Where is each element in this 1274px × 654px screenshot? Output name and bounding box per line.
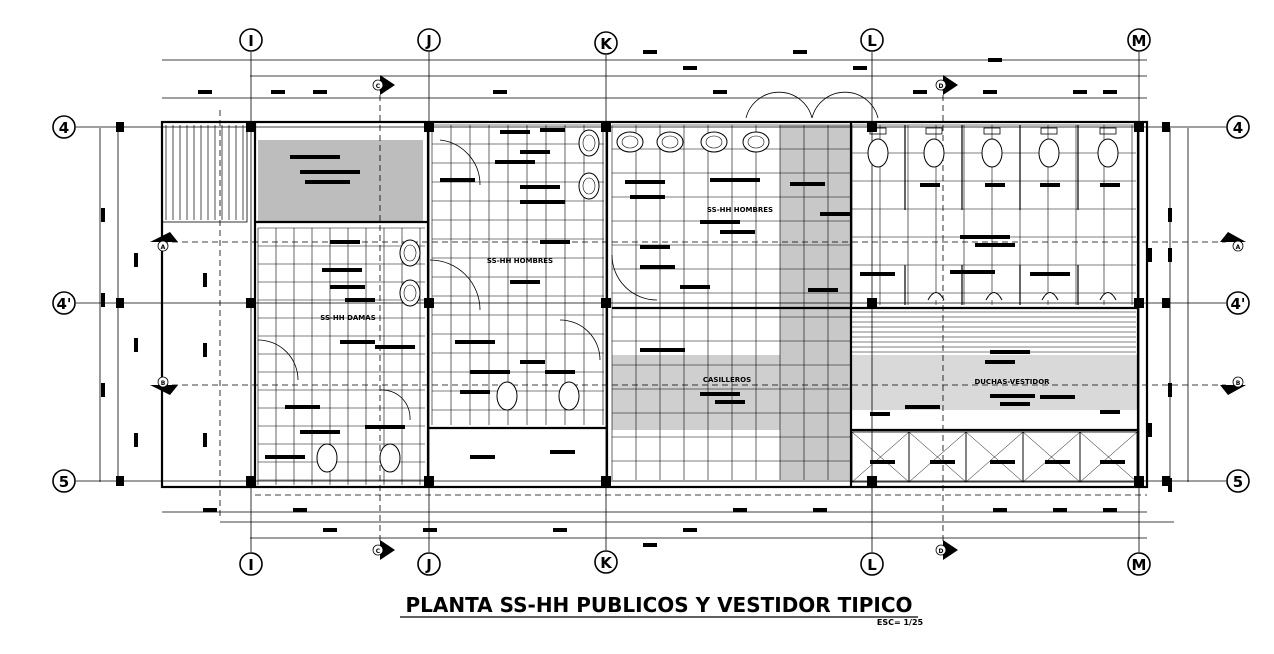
svg-text:I: I [248, 32, 254, 50]
svg-text:J: J [425, 556, 432, 574]
grid-bubble-L-bottom: L [860, 552, 884, 576]
svg-text:K: K [600, 554, 613, 572]
section-marker-B-right: B [1220, 376, 1246, 395]
fixtures [316, 125, 1119, 473]
grid-bubble-M-bottom: M [1127, 552, 1151, 576]
svg-text:M: M [1132, 32, 1147, 50]
grid-bubble-5-right: 5 [1226, 469, 1250, 493]
svg-text:5: 5 [59, 473, 69, 491]
floor-tiles [257, 124, 1138, 485]
svg-text:L: L [867, 32, 877, 50]
room-label-duchas: DUCHAS-VESTIDOR [974, 378, 1050, 386]
svg-text:5: 5 [1233, 473, 1243, 491]
section-marker-D-top: D [935, 75, 958, 95]
svg-text:D: D [939, 548, 944, 555]
doors [257, 91, 879, 421]
grid-bubble-K-bottom: K [594, 550, 618, 574]
drawing-title: PLANTA SS-HH PUBLICOS Y VESTIDOR TIPICO [405, 593, 912, 617]
stair [165, 125, 244, 220]
grid-bubble-L-top: L [860, 28, 884, 52]
svg-text:A: A [1236, 244, 1241, 251]
section-marker-D-bottom: D [935, 540, 958, 560]
section-marker-A-left: A [150, 232, 178, 252]
grid-bubble-4-left: 4 [52, 115, 76, 139]
svg-text:4: 4 [59, 119, 69, 137]
grid-bubble-J-top: J [417, 28, 441, 52]
annotation-marks [265, 128, 1125, 464]
svg-text:K: K [600, 35, 613, 53]
drawing-scale: ESC= 1/25 [877, 618, 924, 627]
section-marker-B-left: B [150, 376, 178, 395]
svg-text:B: B [1236, 380, 1241, 387]
grid-bubble-5-left: 5 [52, 469, 76, 493]
svg-text:M: M [1132, 556, 1147, 574]
svg-text:B: B [161, 380, 166, 387]
svg-text:A: A [161, 244, 166, 251]
room-label-casilleros: CASILLEROS [703, 376, 751, 384]
grid-bubble-4prime-left: 4' [52, 291, 76, 315]
grid-bubble-K-top: K [594, 31, 618, 55]
room-label-hombres-1: SS-HH HOMBRES [487, 257, 553, 265]
svg-text:L: L [867, 556, 877, 574]
svg-text:C: C [376, 548, 381, 555]
section-marker-A-right: A [1220, 232, 1246, 252]
grid-bubble-4-right: 4 [1226, 115, 1250, 139]
room-label-hombres-2: SS-HH HOMBRES [707, 206, 773, 214]
svg-text:4': 4' [1230, 295, 1245, 313]
column-markers [101, 50, 1172, 547]
svg-text:C: C [376, 83, 381, 90]
grid-bubble-4prime-right: 4' [1226, 291, 1250, 315]
svg-text:4': 4' [56, 295, 71, 313]
svg-text:D: D [939, 83, 944, 90]
room-label-damas: SS-HH DAMAS [320, 314, 375, 322]
section-marker-C-bottom: C [372, 540, 395, 560]
dimension-lines [99, 59, 1189, 539]
section-marker-C-top: C [372, 75, 395, 95]
building-walls [160, 120, 1149, 489]
svg-text:4: 4 [1233, 119, 1243, 137]
grid-bubble-J-bottom: J [417, 552, 441, 576]
svg-text:J: J [425, 32, 432, 50]
grid-bubble-M-top: M [1127, 28, 1151, 52]
grid-bubble-I-bottom: I [239, 552, 263, 576]
svg-text:I: I [248, 556, 254, 574]
grid-bubble-I-top: I [239, 28, 263, 52]
